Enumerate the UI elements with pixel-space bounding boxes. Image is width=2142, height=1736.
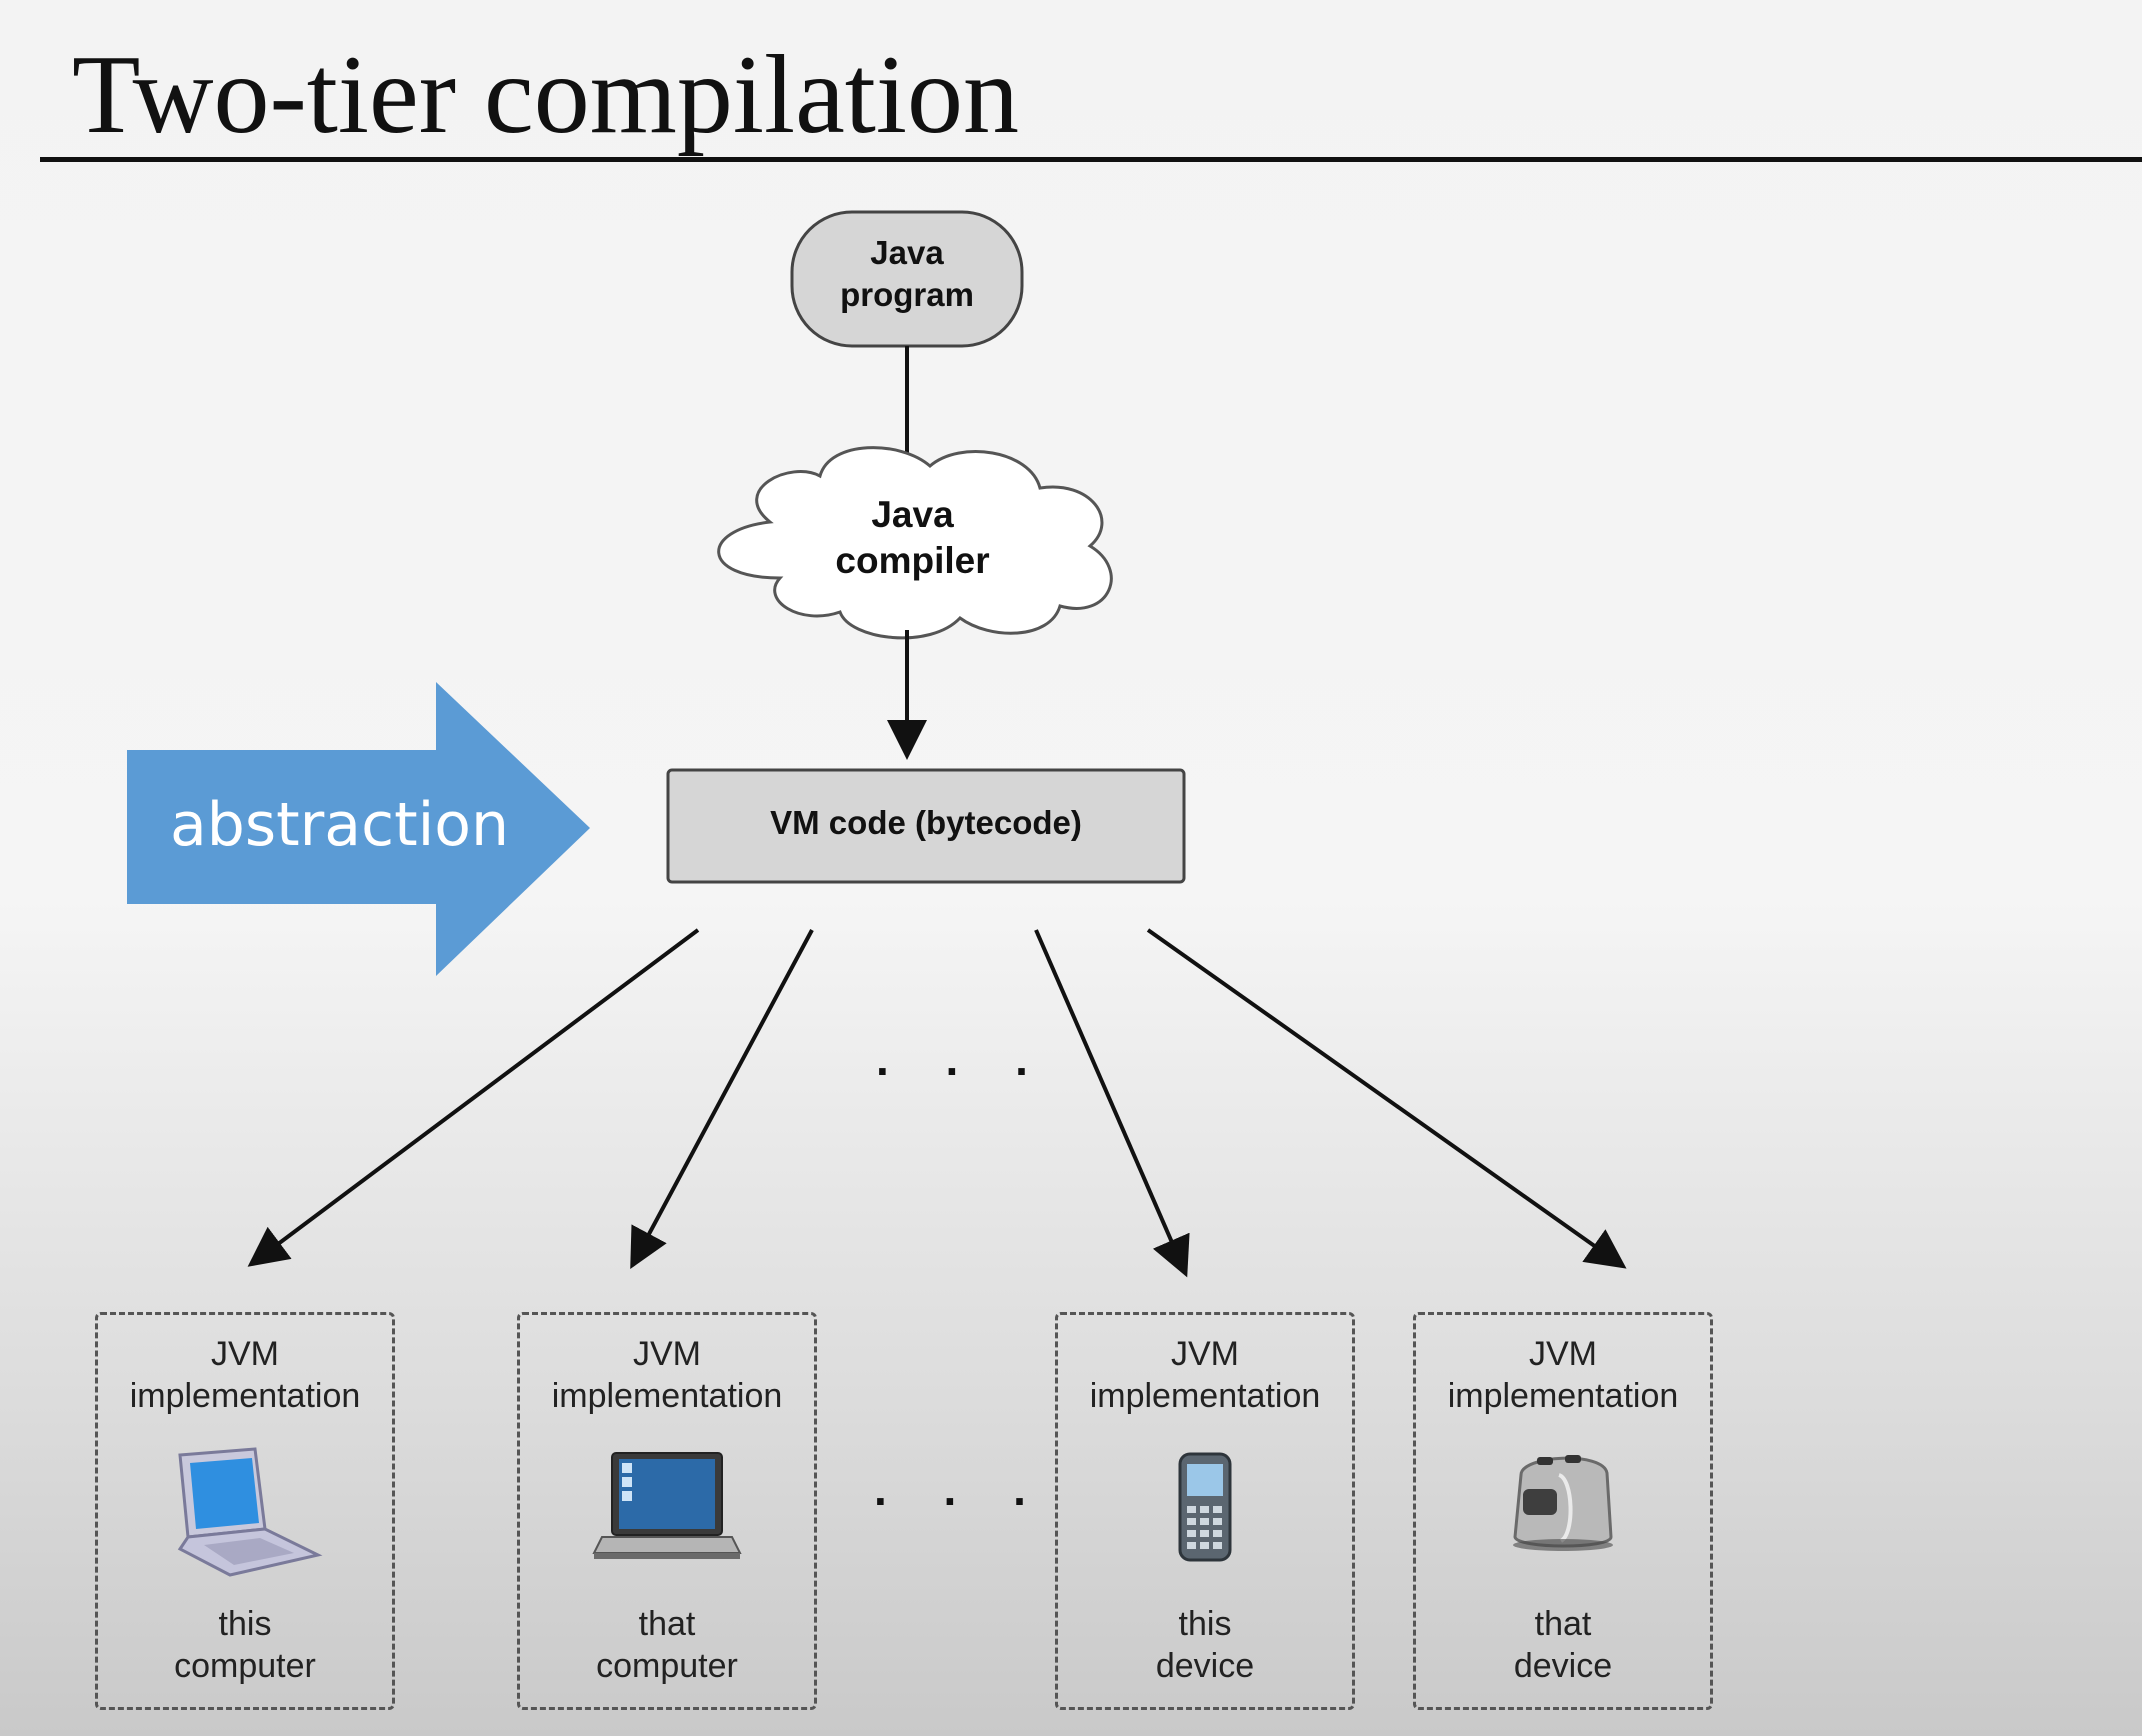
java-compiler-line2: compiler [835, 540, 990, 581]
bytecode-to-target-2-edge [630, 929, 814, 1270]
jvm-caption-line1: this [1178, 1605, 1232, 1643]
java-compiler-label: Java compiler [770, 492, 1055, 584]
jvm-caption-line2: device [1513, 1647, 1613, 1685]
java-program-line1: Java [870, 234, 944, 271]
jvm-target-this-device: JVM implementation this device [1055, 1312, 1355, 1710]
java-program-line2: program [840, 276, 974, 313]
jvm-title-line2: implementation [1447, 1377, 1679, 1415]
jvm-target-that-device: JVM implementation that device [1413, 1312, 1713, 1710]
laptop-icon [177, 1447, 323, 1577]
jvm-target-this-computer: JVM implementation this computer [95, 1312, 395, 1710]
jvm-caption: this device [1058, 1603, 1352, 1687]
bytecode-to-target-1-edge [247, 928, 700, 1267]
jvm-title-line1: JVM [211, 1335, 279, 1373]
ellipsis-top: . . . [876, 1033, 1050, 1085]
bytecode-to-target-4-edge [1146, 928, 1627, 1269]
jvm-title: JVM implementation [1058, 1333, 1352, 1417]
jvm-target-that-computer: JVM implementation that computer [517, 1312, 817, 1710]
abstraction-label: abstraction [170, 790, 509, 860]
bytecode-to-target-3-edge [1034, 929, 1190, 1278]
jvm-caption-line1: that [1534, 1605, 1592, 1643]
jvm-title-line1: JVM [1529, 1335, 1597, 1373]
notebook-icon [592, 1452, 742, 1559]
java-program-label: Java program [792, 232, 1022, 316]
slide-title: Two-tier compilation [72, 33, 1020, 157]
java-compiler-line1: Java [871, 494, 954, 535]
jvm-caption-line2: computer [174, 1647, 316, 1685]
java-compiler-node [717, 446, 1113, 640]
jvm-caption-line2: device [1155, 1647, 1255, 1685]
jvm-title: JVM implementation [98, 1333, 392, 1417]
jvm-title: JVM implementation [1416, 1333, 1710, 1417]
vm-code-node [666, 768, 1186, 884]
jvm-title: JVM implementation [520, 1333, 814, 1417]
jvm-caption-line1: this [218, 1605, 272, 1643]
jvm-caption-line2: computer [596, 1647, 738, 1685]
abstraction-arrow [127, 682, 590, 976]
jvm-caption: this computer [98, 1603, 392, 1687]
title-divider [40, 157, 2142, 162]
jvm-title-line1: JVM [633, 1335, 701, 1373]
jvm-title-line2: implementation [129, 1377, 361, 1415]
jvm-title-line2: implementation [551, 1377, 783, 1415]
jvm-caption: that computer [520, 1603, 814, 1687]
vm-code-label: VM code (bytecode) [770, 804, 1082, 841]
jvm-caption-line1: that [638, 1605, 696, 1643]
ellipsis-bottom: . . . [874, 1463, 1048, 1515]
jvm-title-line1: JVM [1171, 1335, 1239, 1373]
jvm-title-line2: implementation [1089, 1377, 1321, 1415]
toaster-icon [1513, 1455, 1613, 1551]
jvm-caption: that device [1416, 1603, 1710, 1687]
cellphone-icon [1178, 1452, 1232, 1562]
